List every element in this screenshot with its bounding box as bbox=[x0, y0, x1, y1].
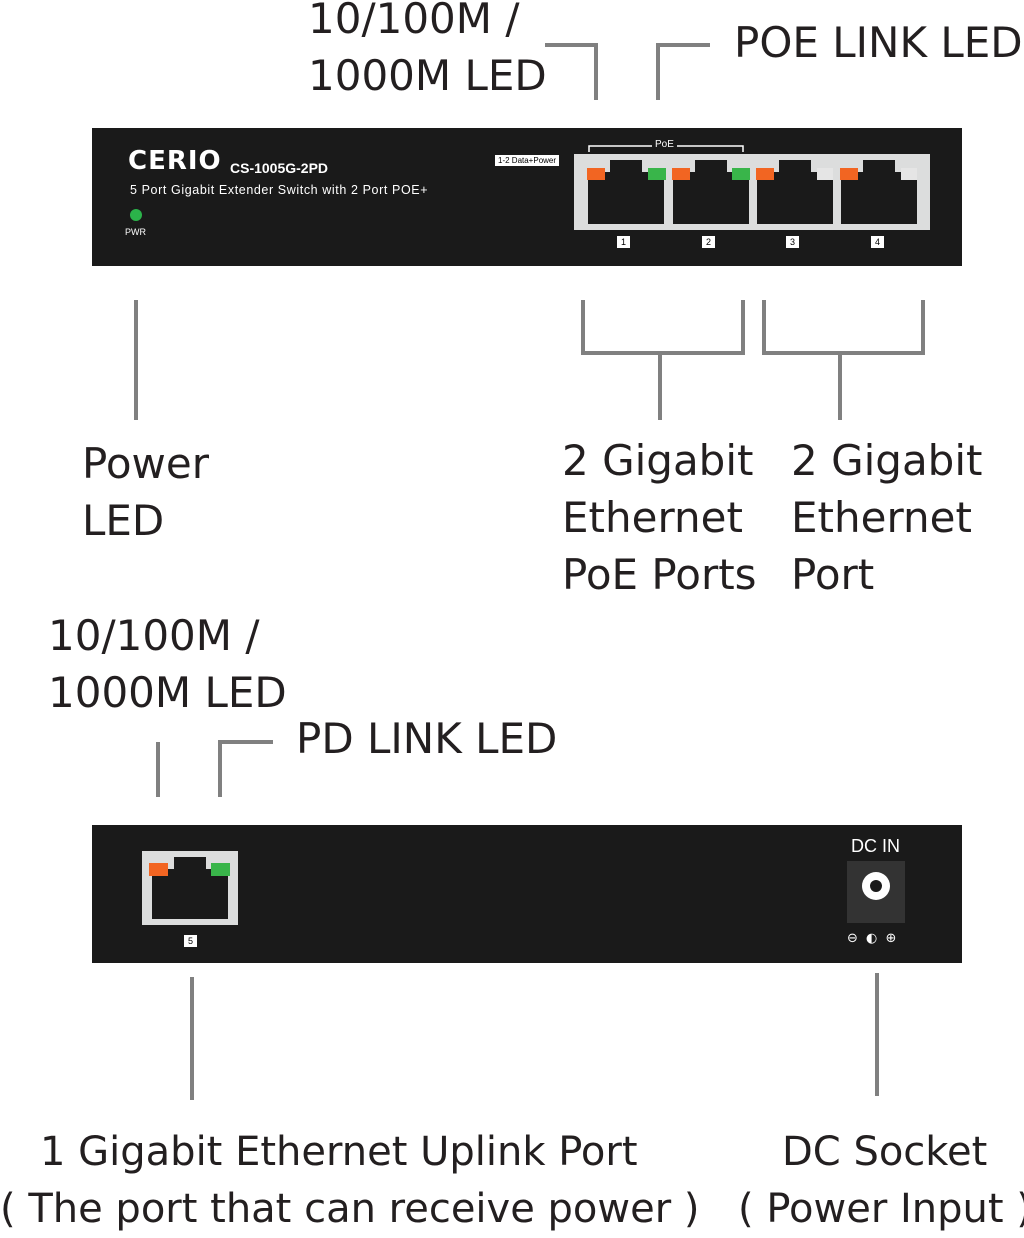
dc-socket-callout: DC Socket ( Power Input ) bbox=[738, 1124, 1024, 1238]
port-2-speed-led bbox=[672, 168, 690, 180]
back-speed-led-callout: 10/100M / 1000M LED bbox=[48, 607, 287, 721]
power-led bbox=[130, 209, 142, 221]
leader-poe-link-led bbox=[656, 43, 710, 100]
port-1-speed-led bbox=[587, 168, 605, 180]
poe-data-power-tag: 1-2 Data+Power bbox=[495, 155, 560, 166]
callout-line: 1 Gigabit Ethernet Uplink Port bbox=[40, 1129, 638, 1175]
brand-logo: CERIO bbox=[128, 146, 222, 176]
dc-polarity-symbols: ⊖ ◐ ⊕ bbox=[847, 931, 899, 946]
power-led-callout: Power LED bbox=[82, 435, 209, 549]
port-4 bbox=[841, 160, 917, 224]
port-2-poe-led bbox=[732, 168, 750, 180]
port-3 bbox=[757, 160, 833, 224]
front-panel: CERIO CS-1005G-2PD 5 Port Gigabit Extend… bbox=[92, 128, 962, 266]
model-name: CS-1005G-2PD bbox=[230, 160, 329, 176]
callout-line: 1000M LED bbox=[48, 668, 287, 717]
uplink-speed-led bbox=[149, 863, 168, 876]
callout-line: Ethernet bbox=[562, 493, 743, 542]
port-4-speed-led bbox=[840, 168, 858, 180]
port-number-1: 1 bbox=[617, 236, 630, 248]
port-number-4: 4 bbox=[871, 236, 884, 248]
product-description: 5 Port Gigabit Extender Switch with 2 Po… bbox=[130, 183, 429, 197]
poe-label: PoE bbox=[652, 139, 677, 151]
leader-front-speed-led bbox=[545, 43, 598, 100]
uplink-port bbox=[142, 851, 238, 925]
callout-line: 1000M LED bbox=[308, 51, 547, 100]
callout-line: DC Socket bbox=[782, 1129, 988, 1175]
uplink-pd-link-led bbox=[211, 863, 230, 876]
pd-link-led-callout: PD LINK LED bbox=[296, 714, 558, 763]
dc-socket bbox=[847, 861, 905, 923]
callout-line: LED bbox=[82, 496, 165, 545]
callout-line: PoE Ports bbox=[562, 550, 757, 599]
port-3-led bbox=[817, 168, 833, 180]
leader-pd-link-led bbox=[218, 740, 273, 797]
callout-line: Ethernet bbox=[791, 493, 972, 542]
callout-line: 10/100M / bbox=[308, 0, 520, 43]
port-number-5: 5 bbox=[184, 935, 197, 947]
callout-line: Power bbox=[82, 439, 209, 488]
port-number-3: 3 bbox=[786, 236, 799, 248]
poe-ports-callout: 2 Gigabit Ethernet PoE Ports bbox=[562, 432, 757, 603]
port-1-poe-led bbox=[648, 168, 666, 180]
dc-in-label: DC IN bbox=[851, 836, 900, 856]
port-3-speed-led bbox=[756, 168, 774, 180]
port-number-2: 2 bbox=[702, 236, 715, 248]
eth-ports-callout: 2 Gigabit Ethernet Port bbox=[791, 432, 982, 603]
back-panel: 5 DC IN ⊖ ◐ ⊕ bbox=[92, 825, 962, 963]
callout-line: 2 Gigabit bbox=[562, 436, 754, 485]
leader-poe-ports bbox=[581, 300, 745, 355]
callout-line: Port bbox=[791, 550, 875, 599]
port-2 bbox=[673, 160, 749, 224]
pwr-label: PWR bbox=[125, 227, 146, 237]
uplink-port-callout: 1 Gigabit Ethernet Uplink Port ( The por… bbox=[0, 1124, 700, 1238]
callout-line: ( The port that can receive power ) bbox=[0, 1186, 700, 1232]
front-speed-led-callout: 10/100M / 1000M LED bbox=[308, 0, 547, 104]
callout-line: 2 Gigabit bbox=[791, 436, 983, 485]
ethernet-ports bbox=[574, 154, 930, 230]
port-4-led bbox=[901, 168, 917, 180]
poe-link-led-callout: POE LINK LED bbox=[734, 18, 1023, 67]
port-1 bbox=[588, 160, 664, 224]
callout-line: 10/100M / bbox=[48, 611, 260, 660]
leader-eth-ports bbox=[762, 300, 925, 355]
callout-line: ( Power Input ) bbox=[738, 1186, 1024, 1232]
